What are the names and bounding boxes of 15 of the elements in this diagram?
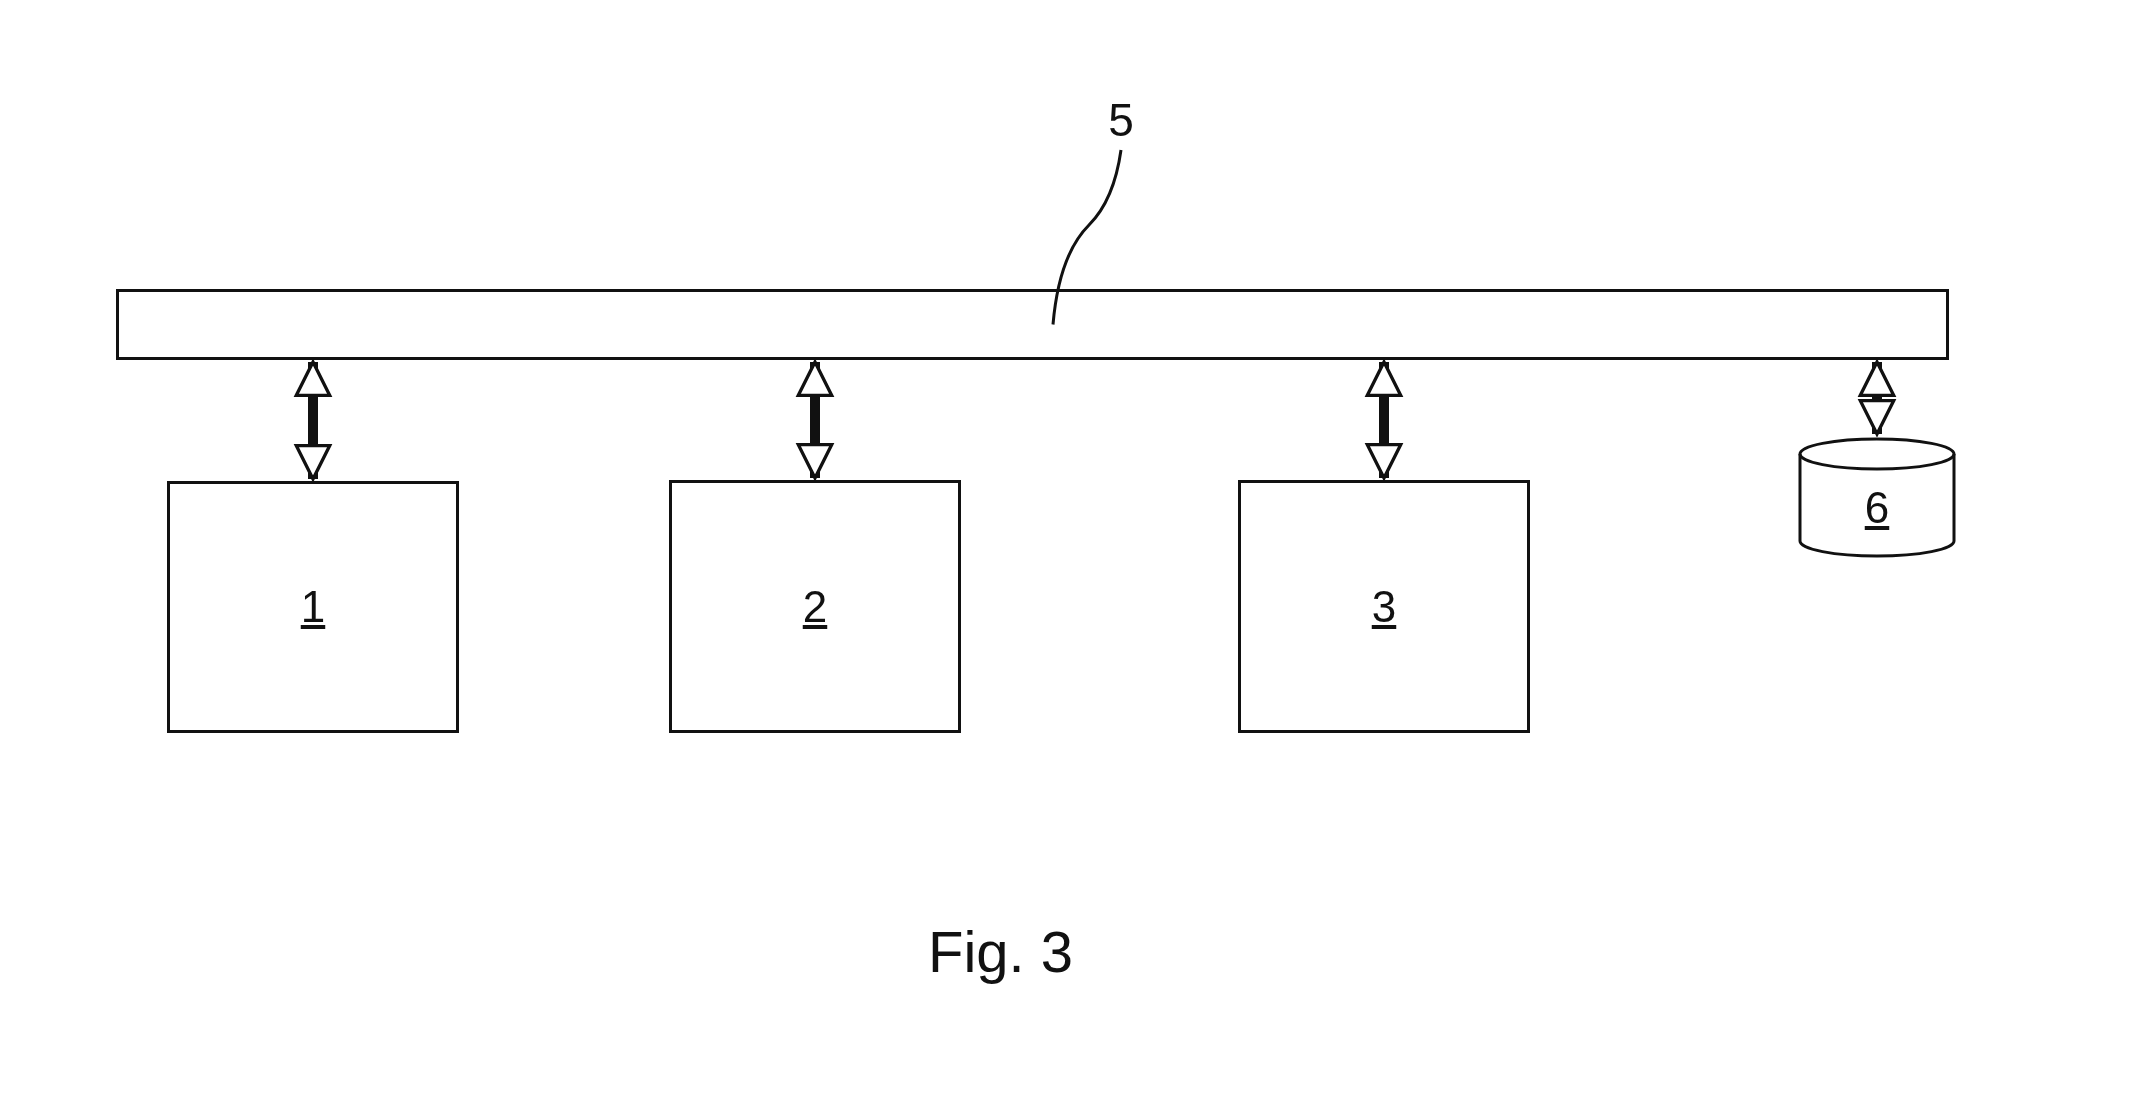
figure-caption: Fig. 3 [928, 918, 1074, 985]
double-arrow [796, 360, 834, 480]
double-arrow [1365, 360, 1403, 480]
reference-numeral: 5 [1108, 93, 1134, 147]
component-box [1238, 480, 1530, 733]
reference-numeral: 3 [1371, 581, 1397, 632]
double-arrow [1858, 360, 1896, 436]
double-arrow [294, 360, 332, 481]
leader-line [1051, 149, 1123, 325]
bus-bar [116, 289, 1949, 360]
component-box [669, 480, 961, 733]
reference-numeral: 6 [1864, 482, 1890, 533]
reference-numeral: 1 [300, 582, 326, 632]
component-box [167, 481, 459, 733]
reference-numeral: 2 [802, 581, 828, 632]
